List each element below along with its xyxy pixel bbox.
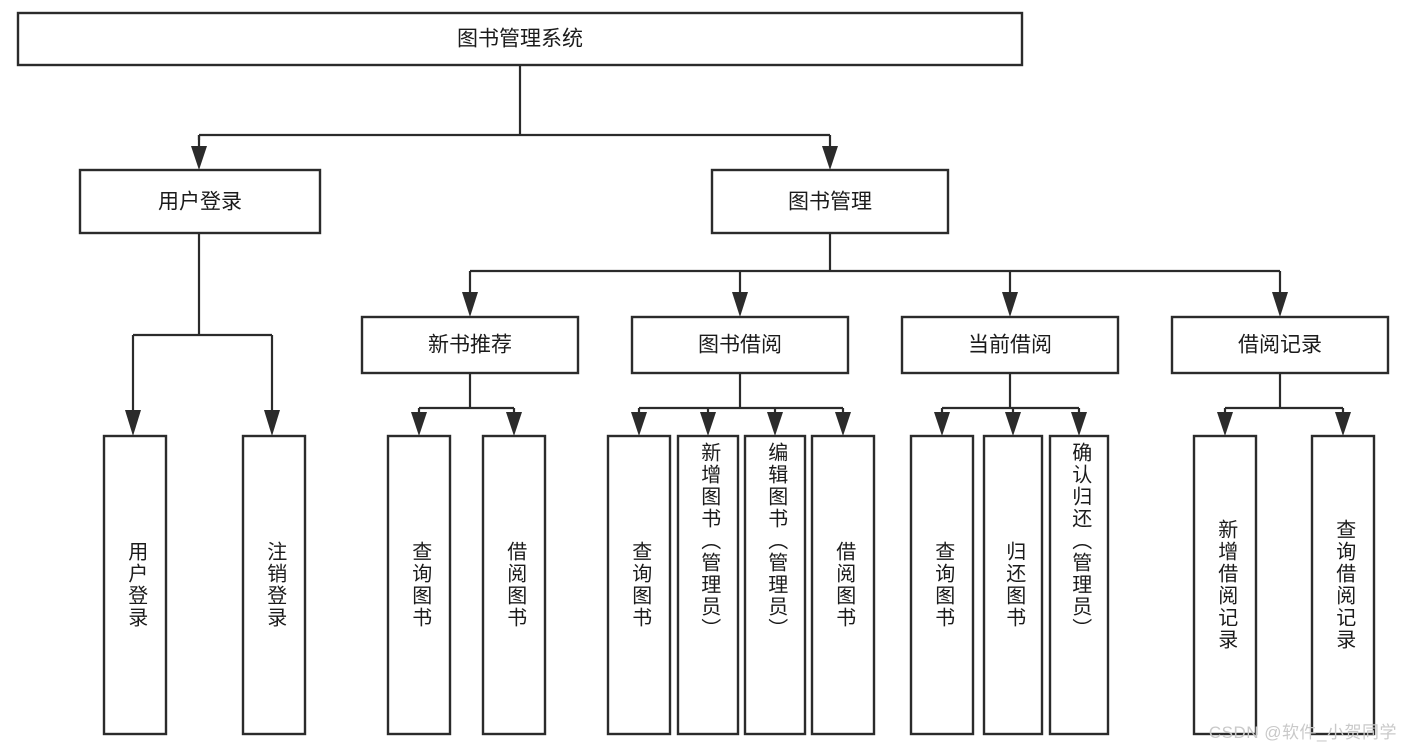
arrow-leaf-borrow-book-1 — [506, 412, 522, 436]
arrow-leaf-query-book-3 — [934, 412, 950, 436]
arrow-borrow-record — [1272, 292, 1288, 317]
connector-group — [125, 65, 1351, 436]
arrow-leaf-query-book-2 — [631, 412, 647, 436]
node-user-login-box[interactable] — [78, 168, 322, 235]
arrow-leaf-borrow-book-2 — [835, 412, 851, 436]
arrow-book-borrow — [732, 292, 748, 317]
node-leaf-add-book-box[interactable] — [676, 434, 740, 736]
arrow-leaf-add-record — [1217, 412, 1233, 436]
node-current-borrow-box[interactable] — [900, 315, 1120, 375]
node-leaf-user-login-box[interactable] — [102, 434, 168, 736]
node-root-box[interactable] — [16, 11, 1024, 67]
arrow-user-login — [191, 146, 207, 170]
node-book-management[interactable]: 图书管理 — [710, 168, 950, 235]
node-root-label: 图书管理系统 — [457, 28, 583, 51]
leaf-box-group — [102, 434, 1376, 736]
node-new-book-recommend-label: 新书推荐 — [428, 334, 512, 357]
node-user-login[interactable]: 用户登录 — [78, 168, 322, 235]
node-borrow-record-box[interactable] — [1170, 315, 1390, 375]
node-leaf-logout-login-box[interactable] — [241, 434, 307, 736]
node-leaf-add-record-box[interactable] — [1192, 434, 1258, 736]
node-current-borrow[interactable]: 当前借阅 — [900, 315, 1120, 375]
node-leaf-borrow-book-2-box[interactable] — [810, 434, 876, 736]
node-borrow-record[interactable]: 借阅记录 — [1170, 315, 1390, 375]
arrow-new-book-recommend — [462, 292, 478, 317]
node-book-management-label: 图书管理 — [788, 191, 872, 214]
node-leaf-query-book-1-box[interactable] — [386, 434, 452, 736]
arrow-leaf-add-book — [700, 412, 716, 436]
node-root[interactable]: 图书管理系统 — [16, 11, 1024, 67]
arrow-leaf-query-book-1 — [411, 412, 427, 436]
node-leaf-edit-book-box[interactable] — [743, 434, 807, 736]
node-leaf-confirm-return-box[interactable] — [1048, 434, 1110, 736]
node-leaf-query-record-box[interactable] — [1310, 434, 1376, 736]
node-leaf-borrow-book-1-box[interactable] — [481, 434, 547, 736]
watermark-text: CSDN @软件_小贺同学 — [1208, 723, 1397, 742]
arrow-leaf-return-book — [1005, 412, 1021, 436]
node-user-login-label: 用户登录 — [158, 191, 242, 214]
arrow-book-management — [822, 146, 838, 170]
node-new-book-recommend[interactable]: 新书推荐 — [360, 315, 580, 375]
node-book-borrow-label: 图书借阅 — [698, 334, 782, 357]
arrow-current-borrow — [1002, 292, 1018, 317]
node-book-borrow-box[interactable] — [630, 315, 850, 375]
arrow-leaf-edit-book — [767, 412, 783, 436]
arrow-leaf-user-login — [125, 410, 141, 436]
node-borrow-record-label: 借阅记录 — [1238, 334, 1322, 357]
node-leaf-query-book-2-box[interactable] — [606, 434, 672, 736]
arrow-leaf-logout — [264, 410, 280, 436]
arrow-leaf-query-record — [1335, 412, 1351, 436]
node-leaf-return-book-box[interactable] — [982, 434, 1044, 736]
node-current-borrow-label: 当前借阅 — [968, 334, 1052, 357]
node-book-management-box[interactable] — [710, 168, 950, 235]
arrow-leaf-confirm-return — [1071, 412, 1087, 436]
node-new-book-recommend-box[interactable] — [360, 315, 580, 375]
node-book-borrow[interactable]: 图书借阅 — [630, 315, 850, 375]
node-leaf-query-book-3-box[interactable] — [909, 434, 975, 736]
